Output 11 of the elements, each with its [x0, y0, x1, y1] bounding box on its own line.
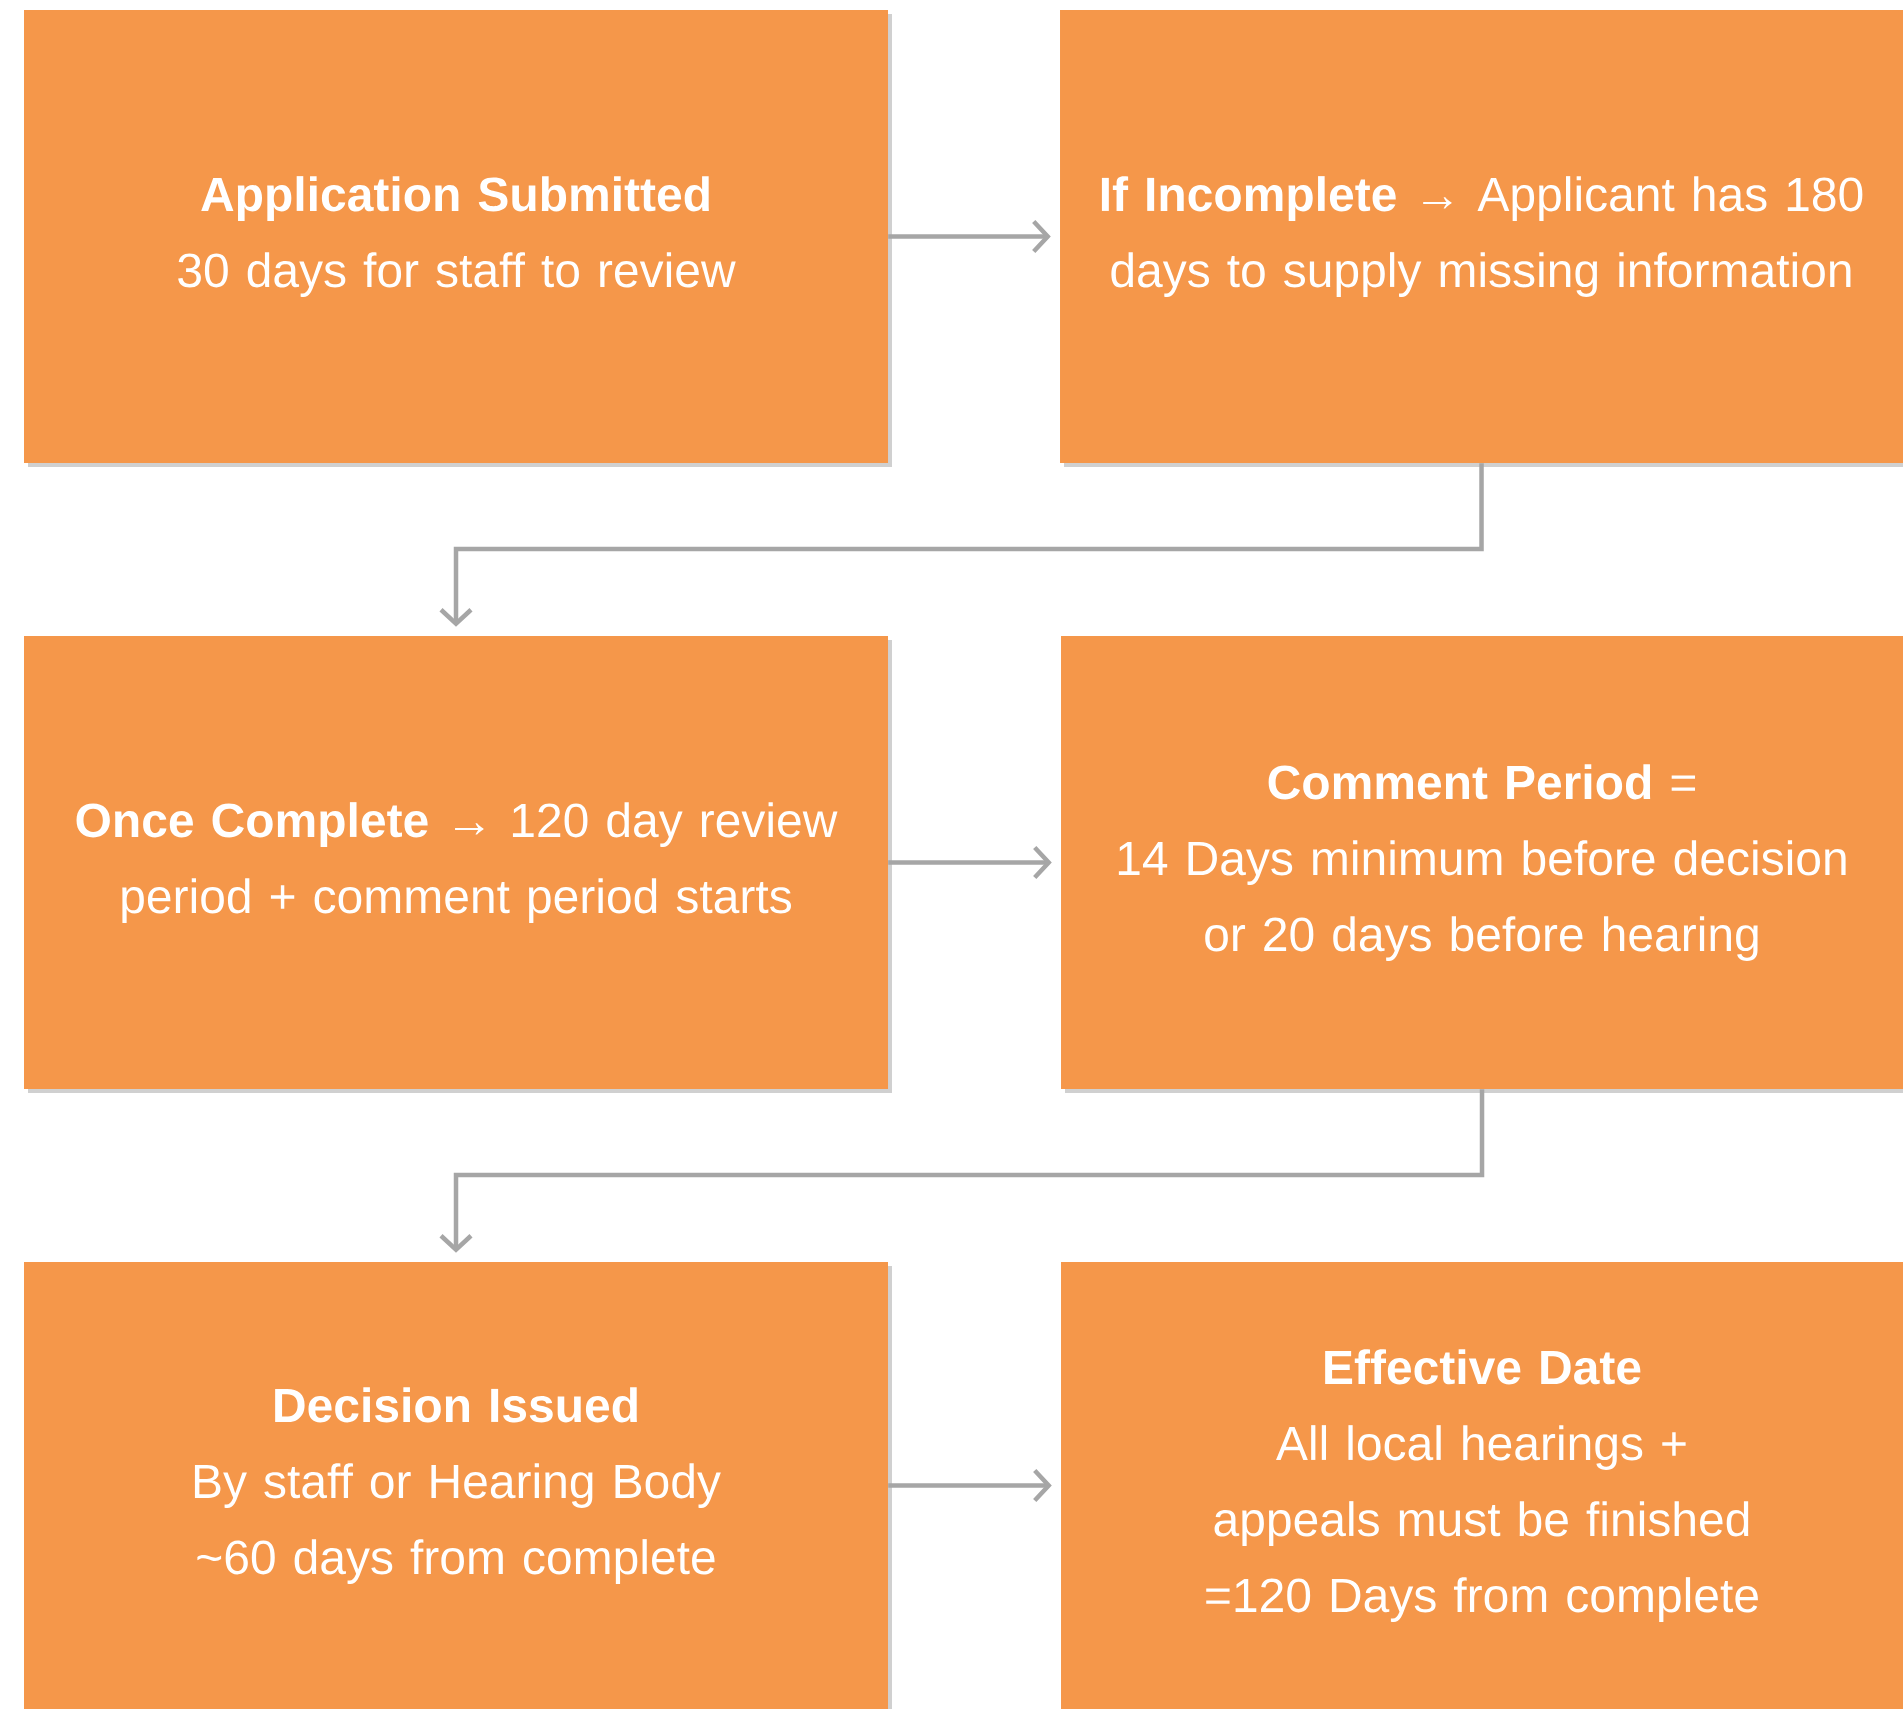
arrow — [439, 463, 1484, 627]
process-box: Effective Date All local hearings + appeals must be finished =120 Days from complete — [1061, 1262, 1903, 1709]
arrow — [439, 1089, 1485, 1253]
arrow — [888, 219, 1051, 254]
process-box: Decision Issued By staff or Hearing Body ~60 days from complete — [24, 1262, 892, 1709]
process-box: Application Submitted 30 days for staff to review — [24, 10, 892, 467]
arrow — [888, 1469, 1052, 1503]
process-box: Once Complete → 120 day review period + comment period starts — [24, 636, 892, 1093]
process-box: If Incomplete → Applicant has 180 days to supply missing information — [1060, 10, 1903, 467]
arrow — [888, 846, 1052, 880]
process-box: Comment Period = 14 Days minimum before decision or 20 days before hearing — [1061, 636, 1903, 1093]
